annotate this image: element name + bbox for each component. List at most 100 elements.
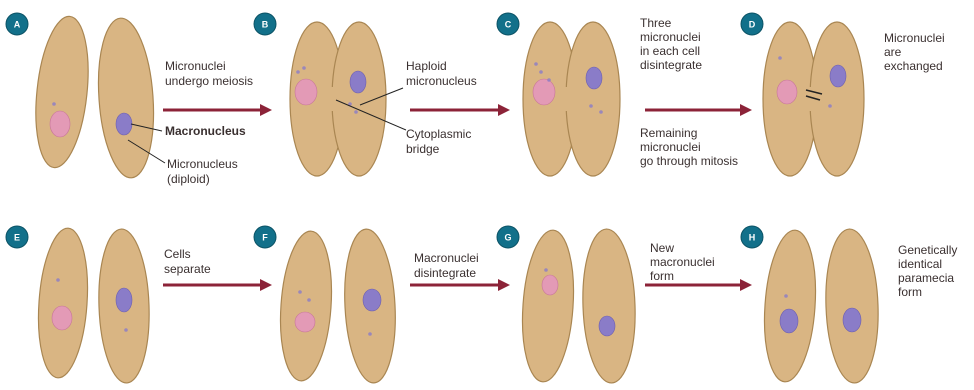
micronucleus-dot [124,328,128,332]
cell-h-left [760,228,820,383]
cell-a-left [29,14,95,170]
label-macronuclei-disintegrate: Macronucleidisintegrate [414,251,479,280]
stage-letter: F [262,233,268,243]
label-genetically-identical-paramecia-line: form [898,285,922,299]
label-new-macronuclei-form: Newmacronucleiform [650,241,715,283]
micronucleus-dot [599,110,603,114]
micronucleus [599,316,615,336]
micronucleus [350,71,366,93]
stage-badge-a: A [6,13,28,35]
micronucleus-dot [307,298,311,302]
macronucleus-disintegrating [295,312,315,332]
label-macronucleus-line: Macronucleus [165,124,246,138]
cytoplasmic-bridge [562,87,581,111]
stage-letter: C [505,20,512,30]
label-cytoplasmic-bridge-line: Cytoplasmic [406,127,471,141]
cell-f-left [276,229,336,382]
label-remaining-micronuclei-mitosis-line: Remaining [640,126,697,140]
macronucleus [52,306,72,330]
stage-badge-g: G [497,226,519,248]
micronucleus-dot [534,62,538,66]
arrow-f-to-g [410,279,510,291]
label-micronucleus-diploid-line: Micronucleus [167,157,238,171]
label-three-micronuclei-disintegrate-line: in each cell [640,44,700,58]
label-macronucleus: Macronucleus [165,124,246,138]
micronucleus [780,309,798,333]
stage-letter: H [749,233,756,243]
label-three-micronuclei-disintegrate: Threemicronucleiin each celldisintegrate [640,16,702,72]
stage-badge-e: E [6,226,28,248]
micronucleus [830,65,846,87]
micronucleus-dot [784,294,788,298]
label-genetically-identical-paramecia-line: paramecia [898,271,954,285]
cell-a-right [93,16,158,179]
label-three-micronuclei-disintegrate-line: Three [640,16,672,30]
micronucleus-dot [298,290,302,294]
label-remaining-micronuclei-mitosis-line: go through mitosis [640,154,738,168]
stage-letter: G [504,233,511,243]
stage-letter: B [262,20,269,30]
stage-badge-b: B [254,13,276,35]
arrow-b-to-c [410,104,510,116]
label-new-macronuclei-form-line: macronuclei [650,255,715,269]
label-cells-separate-line: Cells [164,247,191,261]
label-new-macronuclei-form-line: form [650,269,674,283]
micronucleus-dot [547,78,551,82]
arrow-c-to-d [645,104,752,116]
micronucleus-dot [354,110,358,114]
micronucleus-dot [589,104,593,108]
stage-badge-d: D [741,13,763,35]
stage-letter: D [749,20,756,30]
label-micronuclei-meiosis-line: undergo meiosis [165,74,253,88]
label-micronucleus-diploid-line: (diploid) [167,172,210,186]
label-macronuclei-disintegrate-line: disintegrate [414,266,476,280]
label-cells-separate-line: separate [164,262,211,276]
label-micronuclei-exchanged-line: exchanged [884,59,943,73]
micronucleus [843,308,861,332]
macronucleus [295,79,317,105]
macronucleus [542,275,558,295]
stage-badge-h: H [741,226,763,248]
label-genetically-identical-paramecia-line: Genetically [898,243,957,257]
micronucleus-dot [778,56,782,60]
label-three-micronuclei-disintegrate-line: micronuclei [640,30,701,44]
macronucleus [50,111,70,137]
label-three-micronuclei-disintegrate-line: disintegrate [640,58,702,72]
label-macronuclei-disintegrate-line: Macronuclei [414,251,479,265]
micronucleus-dot [296,70,300,74]
label-micronucleus-diploid: Micronucleus(diploid) [167,157,238,186]
macronucleus-disintegrating [363,289,381,311]
label-new-macronuclei-form-line: New [650,241,674,255]
micronucleus-dot [56,278,60,282]
label-genetically-identical-paramecia-line: identical [898,257,942,271]
micronucleus-dot [302,66,306,70]
label-micronuclei-exchanged-line: are [884,45,902,59]
micronucleus-dot [828,104,832,108]
stage-badge-f: F [254,226,276,248]
stage-badge-c: C [497,13,519,35]
micronucleus-dot [52,102,56,106]
label-cytoplasmic-bridge: Cytoplasmicbridge [406,127,471,156]
cytoplasmic-bridge [802,87,825,111]
macronucleus [777,80,797,104]
cell-g-left [518,228,578,383]
label-micronuclei-meiosis-line: Micronuclei [165,59,226,73]
label-cytoplasmic-bridge-line: bridge [406,142,440,156]
label-haploid-micronucleus-line: micronucleus [406,74,477,88]
micronucleus [586,67,602,89]
cell-h-right [823,228,880,384]
micronucleus-dot [368,332,372,336]
label-haploid-micronucleus-line: Haploid [406,59,447,73]
arrow-e-to-f [163,279,272,291]
micronucleus-dot [539,70,543,74]
micronucleus-diploid [116,113,132,135]
cell-g-right [580,228,637,384]
cytoplasmic-bridge [329,87,347,111]
